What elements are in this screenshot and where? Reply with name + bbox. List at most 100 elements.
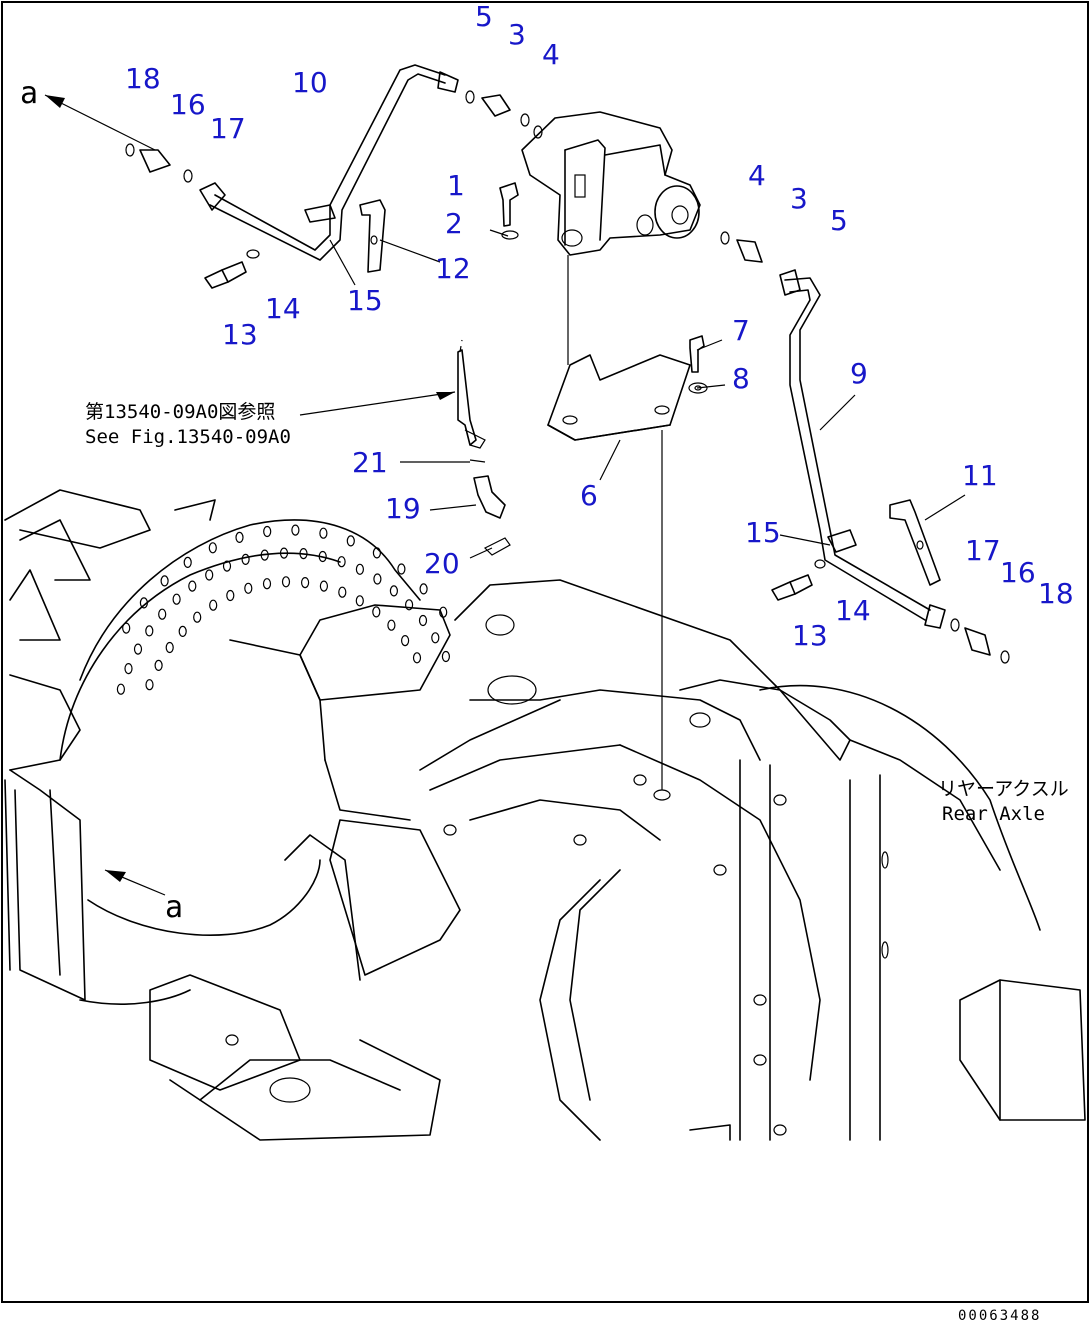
callout-16-right: 16: [1000, 556, 1036, 589]
axle-housing: [4, 489, 1086, 1141]
callout-17-left: 17: [210, 112, 246, 145]
callout-7: 7: [732, 314, 750, 347]
disc-hole: [373, 573, 382, 585]
disc-hole: [355, 595, 364, 607]
disc-hole: [291, 524, 300, 536]
callout-13-left: 13: [222, 318, 258, 351]
callout-15-right: 15: [745, 516, 781, 549]
disc-hole: [401, 634, 410, 647]
bracket-6: [547, 255, 691, 801]
disc-hole: [319, 527, 328, 539]
disc-hole: [301, 576, 310, 589]
callout-8: 8: [732, 362, 750, 395]
callout-14-left: 14: [265, 292, 301, 325]
callout-18-right: 18: [1038, 577, 1074, 610]
callout-12: 12: [435, 252, 471, 285]
callout-1: 1: [447, 169, 465, 202]
disc-hole: [133, 643, 143, 655]
disc-hole: [124, 662, 133, 675]
disc-hole: [337, 556, 346, 568]
disc-hole: [139, 597, 148, 609]
callout-13-right: 13: [792, 619, 828, 652]
bolt-13-right: [771, 559, 826, 601]
disc-hole: [439, 606, 448, 618]
disc-hole: [263, 525, 272, 538]
disc-hole: [208, 542, 217, 554]
rear-axle-note: リヤーアクスル Rear Axle: [938, 778, 1069, 825]
callout-21: 21: [352, 446, 388, 479]
view-marker-bottom: a: [165, 890, 183, 925]
disc-hole: [281, 576, 291, 588]
disc-hole: [122, 622, 131, 634]
callout-3-right: 3: [790, 182, 808, 215]
disc-hole: [405, 599, 414, 611]
reference-note: 第13540-09A0図参照 See Fig.13540-09A0: [85, 401, 291, 448]
disc-hole: [178, 625, 187, 638]
fittings-right: [720, 231, 1010, 664]
callout-5-top: 5: [475, 0, 493, 33]
disc-hole: [372, 606, 381, 618]
disc-hole: [418, 614, 428, 627]
callout-16-left: 16: [170, 88, 206, 121]
disc-hole: [397, 563, 406, 575]
disc-hole: [188, 580, 197, 592]
disc-hole: [154, 659, 163, 672]
valve-assembly: [521, 111, 701, 256]
disc-hole: [235, 531, 244, 544]
disc-hole: [279, 547, 289, 559]
callout-15-left: 15: [347, 284, 383, 317]
disc-hole: [145, 625, 154, 637]
disc-hole: [172, 593, 181, 605]
disc-hole: [355, 563, 364, 575]
disc-hole: [346, 535, 355, 547]
disc-hole: [389, 585, 398, 597]
callout-11: 11: [962, 459, 998, 492]
reference-note-en: See Fig.13540-09A0: [85, 426, 291, 448]
reference-note-jp: 第13540-09A0図参照: [85, 401, 275, 423]
disc-hole: [372, 547, 381, 559]
callout-labels: 5 3 4 18 10 16 17 4 1 3 5 2 12 15 14 13 …: [125, 0, 1074, 652]
brake-disc-holes: [116, 524, 450, 695]
callout-14-right: 14: [835, 594, 871, 627]
disc-hole: [262, 578, 272, 590]
disc-hole: [387, 619, 396, 631]
disc-hole: [441, 650, 450, 663]
callout-18-left: 18: [125, 62, 161, 95]
view-marker-top: a: [20, 76, 38, 111]
callout-20: 20: [424, 547, 460, 580]
rear-axle-note-en: Rear Axle: [942, 803, 1045, 825]
sensor-hose: [457, 339, 511, 556]
disc-hole: [160, 575, 169, 587]
disc-hole: [338, 586, 347, 598]
disc-hole: [299, 547, 308, 560]
disc-hole: [412, 652, 422, 664]
disc-hole: [319, 580, 328, 592]
bolts-and-washers: [499, 182, 708, 394]
callout-5-right: 5: [830, 204, 848, 237]
disc-hole: [165, 641, 174, 654]
bolt-13-left: [204, 249, 260, 289]
disc-hole: [222, 560, 232, 572]
disc-hole: [183, 556, 192, 569]
clamp-11: [889, 499, 941, 586]
disc-hole: [244, 582, 253, 594]
view-arrow-bottom: [104, 869, 166, 896]
callout-4-top: 4: [542, 38, 560, 71]
callout-17-right: 17: [965, 534, 1001, 567]
disc-hole: [318, 550, 327, 563]
disc-hole: [209, 599, 218, 611]
callout-10: 10: [292, 66, 328, 99]
callout-19: 19: [385, 492, 421, 525]
disc-hole: [419, 583, 428, 595]
callout-6: 6: [580, 479, 598, 512]
callout-2: 2: [445, 207, 463, 240]
fittings-top-left: [125, 90, 543, 183]
disc-hole: [260, 549, 269, 561]
callout-4-right: 4: [748, 159, 766, 192]
callout-9: 9: [850, 357, 868, 390]
callout-3-top: 3: [508, 18, 526, 51]
drawing-number: 00063488: [958, 1308, 1041, 1324]
disc-hole: [241, 553, 250, 566]
